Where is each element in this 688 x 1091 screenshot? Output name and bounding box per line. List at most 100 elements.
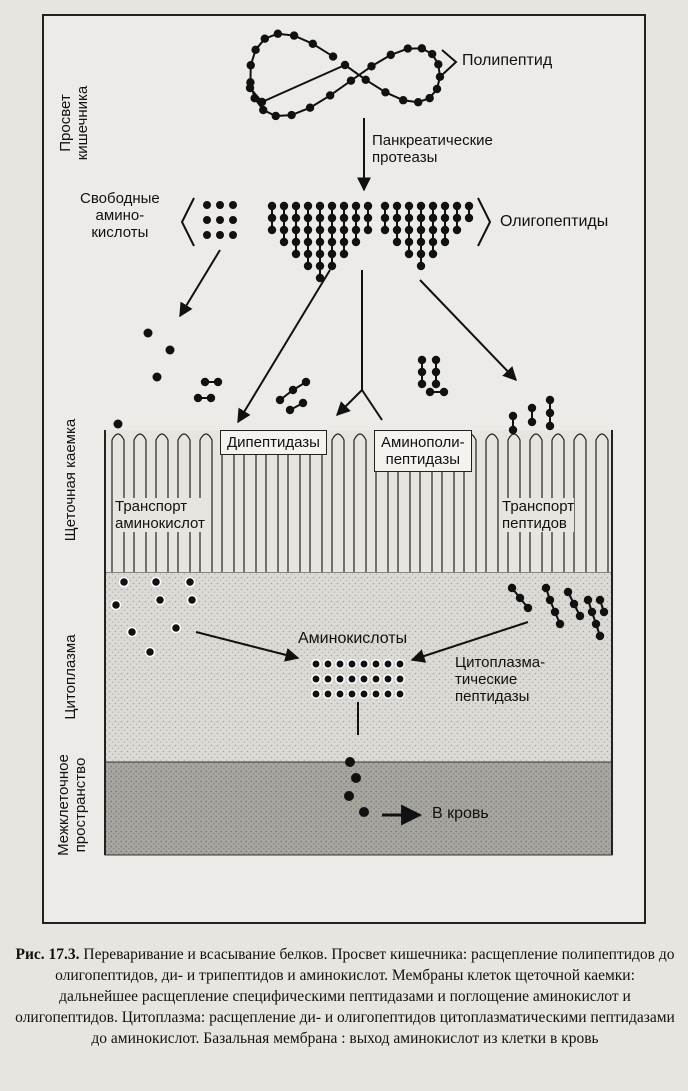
label-peptide-transport: Транспорт пептидов [502, 498, 575, 532]
amino-acid-dot [213, 377, 223, 387]
amino-acid-dot [464, 201, 474, 211]
amino-acid-dot [439, 387, 449, 397]
amino-acid-dot [303, 213, 313, 223]
amino-acid-dot [303, 261, 313, 271]
amino-acid-dot [380, 225, 390, 235]
amino-acid-dot [311, 674, 321, 684]
amino-acid-dot [150, 576, 162, 588]
amino-acid-dot [315, 213, 325, 223]
amino-acid-dot [203, 216, 211, 224]
amino-acid-dot [289, 31, 299, 40]
amino-acid-dot [335, 674, 345, 684]
amino-acid-dot [523, 603, 533, 613]
amino-acid-dot [428, 225, 438, 235]
amino-acid-dot [386, 50, 395, 60]
amino-acid-dot [425, 93, 434, 103]
amino-acid-dot [327, 201, 337, 211]
amino-acid-dot [335, 689, 345, 699]
amino-acid-dot [347, 674, 357, 684]
amino-acid-dot [271, 111, 280, 121]
amino-acid-dot [425, 387, 435, 397]
amino-acid-dot [591, 619, 601, 629]
amino-acid-dot [339, 249, 349, 259]
amino-acid-dot [291, 201, 301, 211]
amino-acid-dot [203, 201, 211, 209]
amino-acid-dot [315, 225, 325, 235]
amino-acid-dot [416, 225, 426, 235]
amino-acid-dot [545, 395, 555, 405]
amino-acid-dot [569, 599, 579, 609]
amino-acid-dot [383, 674, 393, 684]
amino-acid-dot [267, 213, 277, 223]
amino-acid-dot [404, 213, 414, 223]
amino-acid-dot [327, 237, 337, 247]
amino-acid-dot [154, 594, 166, 606]
label-to-blood: В кровь [432, 805, 489, 822]
amino-acid-dot [347, 659, 357, 669]
absorbed-amino-acids-left [110, 576, 198, 658]
amino-acid-dot [417, 367, 427, 377]
cytoplasmic-amino-acid-pool [311, 659, 405, 699]
amino-acid-dot [298, 398, 308, 408]
amino-acid-dot [267, 225, 277, 235]
amino-acid-dot [371, 659, 381, 669]
amino-acid-dot [347, 689, 357, 699]
amino-acid-dot [275, 395, 285, 405]
amino-acid-dot [351, 225, 361, 235]
amino-acid-dot [440, 213, 450, 223]
amino-acid-dot [351, 201, 361, 211]
amino-acid-dot [260, 34, 269, 43]
amino-acid-dot [184, 576, 196, 588]
polypeptide-chain [245, 29, 445, 121]
amino-acid-dot [285, 405, 295, 415]
amino-acid-dot [118, 576, 130, 588]
amino-acid-dot [416, 213, 426, 223]
amino-acid-dot [303, 225, 313, 235]
amino-acid-dot [359, 659, 369, 669]
microvilli [111, 433, 609, 572]
label-polypeptide: Полипептид [462, 52, 553, 69]
amino-acid-dot [279, 201, 289, 211]
amino-acid-dot [583, 595, 593, 605]
amino-acid-dot [363, 225, 373, 235]
amino-acid-dot [311, 689, 321, 699]
amino-acid-dot [404, 201, 414, 211]
amino-acid-dot [246, 78, 255, 87]
microvillus [331, 433, 345, 572]
amino-acid-dot [452, 201, 462, 211]
amino-acid-dot [345, 757, 355, 767]
amino-acid-dot [186, 594, 198, 606]
amino-acid-dot [392, 237, 402, 247]
amino-acid-dot [515, 593, 525, 603]
amino-acid-dot [367, 62, 376, 71]
amino-acid-dot [315, 249, 325, 259]
amino-acid-dot [399, 96, 408, 105]
microvillus [595, 433, 609, 572]
amino-acid-dot [545, 408, 555, 418]
amino-acid-dot [325, 91, 335, 100]
amino-acid-dot [404, 237, 414, 247]
amino-acid-dot [165, 345, 175, 355]
amino-acid-dot [416, 201, 426, 211]
label-cytoplasmic-peptidases: Цитоплазма- тические пептидазы [455, 654, 546, 705]
amino-acid-dot [339, 225, 349, 235]
caption-figure-number: Рис. 17.3. [15, 946, 80, 963]
lumen-arrows [179, 249, 517, 424]
amino-acid-dot [279, 225, 289, 235]
amino-acid-dot [344, 791, 354, 801]
amino-acid-dot [323, 674, 333, 684]
amino-acid-dot [550, 607, 560, 617]
amino-acid-dot [279, 213, 289, 223]
amino-acid-dot [404, 249, 414, 259]
amino-acid-dot [363, 201, 373, 211]
amino-acid-dot [288, 385, 298, 395]
amino-acid-dot [291, 237, 301, 247]
amino-acid-dot [315, 237, 325, 247]
amino-acid-dot [152, 372, 162, 382]
amino-acid-dot [216, 231, 224, 239]
amino-acid-dot [303, 249, 313, 259]
oligopeptides-right-cluster [380, 201, 474, 271]
amino-acid-dot [359, 689, 369, 699]
label-dipeptidases: Дипептидазы [220, 430, 327, 455]
amino-acid-dot [113, 419, 123, 429]
